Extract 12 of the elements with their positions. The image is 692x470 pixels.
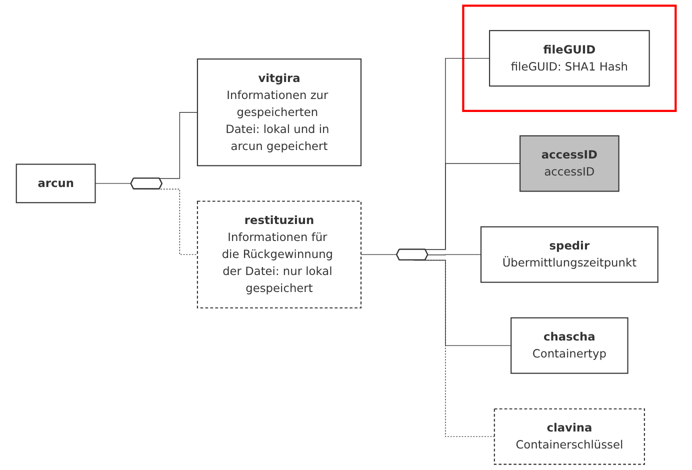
node-box: vitgira Informationen zur gespeicherten Datei: lokal und in arcun gepeichert: [196, 58, 362, 166]
connector: [360, 254, 398, 256]
node-box: fileGUID fileGUID: SHA1 Hash: [489, 30, 650, 87]
node-box: restituziun Informationen für die Rückgewinnung der Datei: nur lokal gespeichert: [196, 200, 362, 308]
node-box: chascha Containertyp: [510, 317, 628, 374]
node-box: arcun: [16, 164, 96, 204]
node-box: spedir Übermittlungszeitpunkt: [480, 226, 658, 283]
node-box: accessID accessID: [520, 135, 620, 192]
connector: [94, 183, 132, 184]
connector: [428, 254, 482, 256]
cluster: [462, 4, 677, 112]
node-box: clavina Containerschlüssel: [494, 408, 645, 465]
